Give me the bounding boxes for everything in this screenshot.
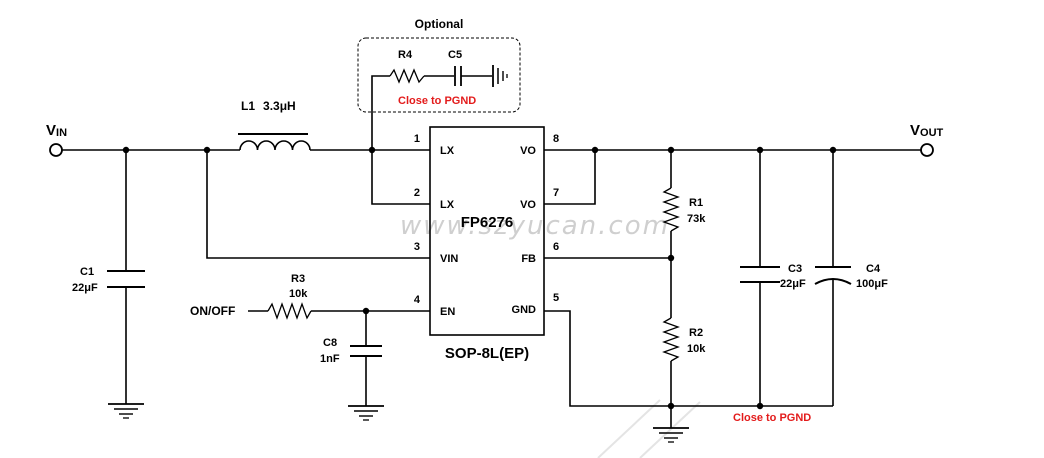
vin-terminal <box>49 143 63 157</box>
watermark-stroke <box>639 401 701 458</box>
c8-value: 1nF <box>320 353 340 365</box>
pin-number: 8 <box>553 133 559 145</box>
pin-name: VO <box>520 199 536 211</box>
close-to-pgnd-note: Close to PGND <box>733 412 811 424</box>
r3-ref: R3 <box>291 273 305 285</box>
r2-value: 10k <box>687 343 706 355</box>
c8-ref: C8 <box>323 337 337 349</box>
vout-terminal <box>920 143 934 157</box>
pin-number: 4 <box>414 294 421 306</box>
vout-label: VOUT <box>910 122 944 139</box>
r3-value: 10k <box>289 288 308 300</box>
c4-ref: C4 <box>866 263 881 275</box>
resistor-r3 <box>267 302 312 320</box>
pin-name: LX <box>440 199 455 211</box>
watermark-stroke <box>597 399 661 458</box>
resistor-r1 <box>662 187 680 232</box>
wire <box>371 75 390 150</box>
wire <box>544 310 833 407</box>
c3-value: 22μF <box>780 278 806 290</box>
c1-value: 22μF <box>72 282 98 294</box>
pin-number: 1 <box>414 133 420 145</box>
wire <box>544 150 596 205</box>
c1-ref: C1 <box>80 266 94 278</box>
wire <box>206 150 430 259</box>
r2-ref: R2 <box>689 327 703 339</box>
pin-name: VO <box>520 145 536 157</box>
wire <box>371 150 430 205</box>
pin-name: VIN <box>440 253 458 265</box>
ic-body <box>429 126 545 336</box>
optional-box <box>357 37 521 113</box>
watermark: www.szyucan.com <box>400 211 670 241</box>
pin-name: GND <box>512 304 537 316</box>
close-to-pgnd-note: Close to PGND <box>398 95 476 107</box>
pin-number: 6 <box>553 241 559 253</box>
optional-title: Optional <box>415 17 464 31</box>
ic-package: SOP-8L(EP) <box>445 345 529 362</box>
on-off-label: ON/OFF <box>190 304 235 318</box>
resistor-r4 <box>389 68 425 84</box>
vin-label: VIN <box>46 122 67 139</box>
resistor-r2 <box>662 317 680 362</box>
c4-value: 100μF <box>856 278 888 290</box>
ic-part-number: FP6276 <box>461 214 514 231</box>
pin-number: 3 <box>414 241 420 253</box>
pin-name: LX <box>440 145 455 157</box>
pin-number: 5 <box>553 292 559 304</box>
inductor-l1 <box>239 140 311 151</box>
r1-value: 73k <box>687 213 706 225</box>
c5-label: C5 <box>448 49 462 61</box>
r4-label: R4 <box>398 49 413 61</box>
pin-number: 7 <box>553 187 559 199</box>
r1-ref: R1 <box>689 197 703 209</box>
c3-ref: C3 <box>788 263 802 275</box>
pin-name: EN <box>440 306 455 318</box>
pin-name: FB <box>521 253 536 265</box>
pin-number: 2 <box>414 187 420 199</box>
